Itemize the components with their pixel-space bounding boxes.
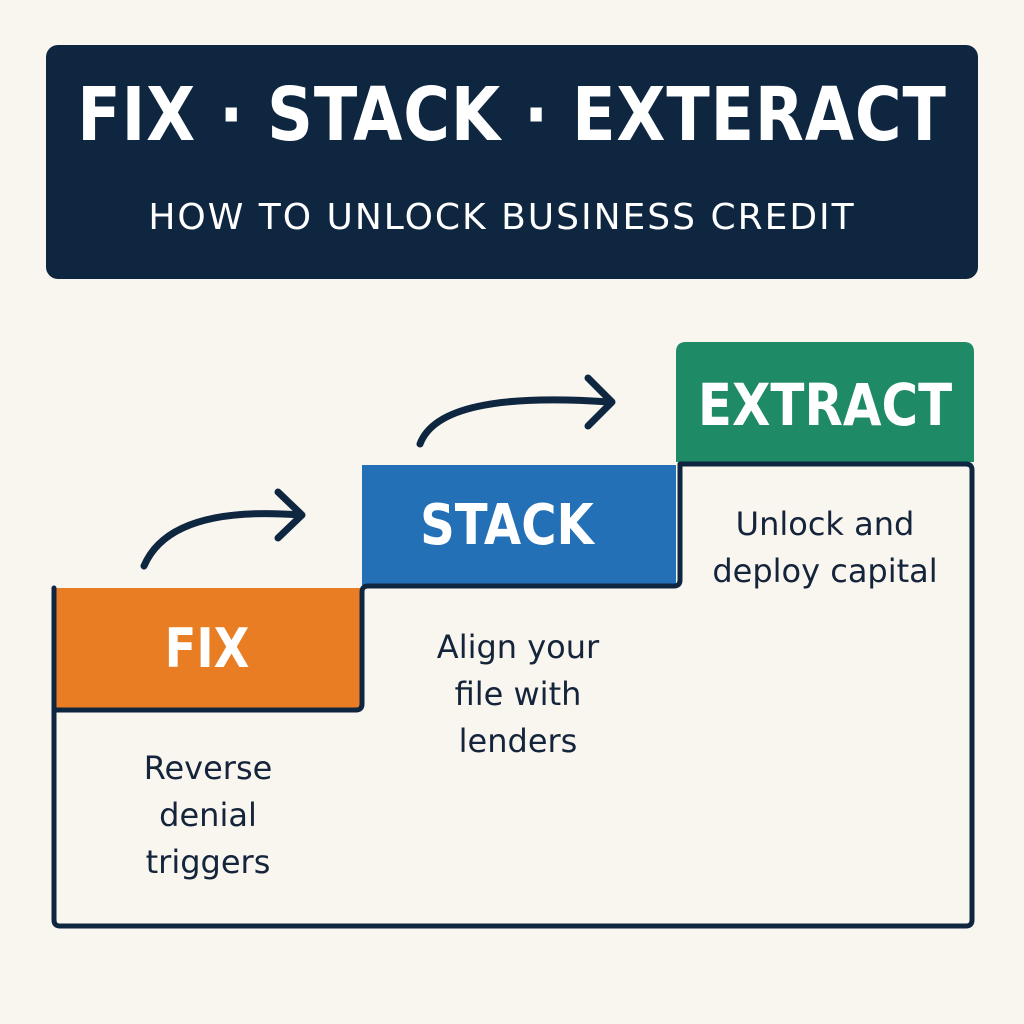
- fix-step-description: Reverse denial triggers: [143, 749, 273, 881]
- banner-title: FIX · STACK · EXTERACT: [77, 72, 947, 158]
- stack-step-header: [362, 465, 676, 585]
- title-banner: [46, 45, 978, 279]
- staircase-outline: [51, 461, 975, 929]
- extract-step-description: Unlock and deploy capital: [712, 505, 938, 590]
- extract-step-label: EXTRACT: [697, 371, 953, 439]
- stack-step-label: STACK: [420, 493, 594, 558]
- banner-subtitle: HOW TO UNLOCK BUSINESS CREDIT: [148, 197, 856, 238]
- fix-step-label: FIX: [164, 617, 250, 680]
- curved-arrow-icon: [416, 374, 616, 448]
- curved-arrow-icon: [140, 488, 306, 570]
- fix-step-header: [54, 588, 360, 710]
- stack-step-description: Align your file with lenders: [436, 628, 600, 760]
- extract-step-header: [676, 342, 974, 462]
